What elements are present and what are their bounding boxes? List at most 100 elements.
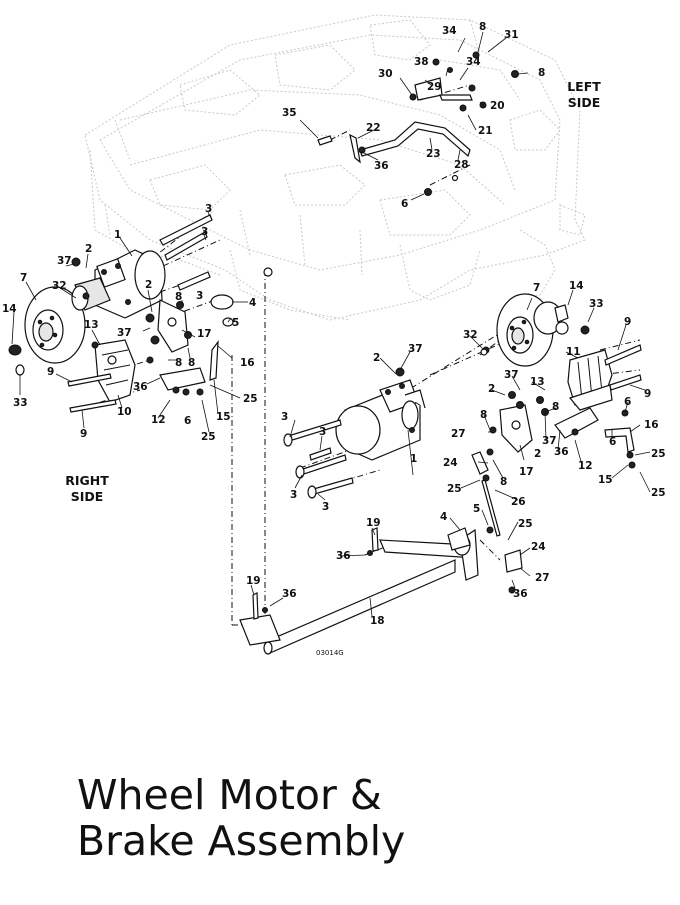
callout-8: 8 <box>175 357 182 369</box>
callout-38: 38 <box>414 56 429 68</box>
callout-1: 1 <box>114 229 121 241</box>
leader-lines <box>11 31 651 617</box>
right-side-label-line1: RIGHT <box>65 473 109 488</box>
callout-27: 27 <box>535 572 550 584</box>
callout-8: 8 <box>479 21 486 33</box>
callout-31: 31 <box>504 29 519 41</box>
caption-line-1: Wheel Motor & <box>77 771 382 819</box>
callout-25: 25 <box>651 448 666 460</box>
callout-13: 13 <box>84 319 99 331</box>
callout-17: 17 <box>197 328 212 340</box>
callout-6: 6 <box>184 415 191 427</box>
right-wheel-motor <box>71 249 166 319</box>
callout-19: 19 <box>366 517 381 529</box>
callout-36: 36 <box>282 588 297 600</box>
callout-3: 3 <box>201 226 208 238</box>
callout-9: 9 <box>624 316 631 328</box>
callout-5: 5 <box>473 503 480 515</box>
callout-3: 3 <box>319 426 326 438</box>
callout-6: 6 <box>401 198 408 210</box>
callout-4: 4 <box>249 297 256 309</box>
callout-20: 20 <box>490 100 505 112</box>
callout-2: 2 <box>373 352 380 364</box>
callout-14: 14 <box>569 280 584 292</box>
callout-8: 8 <box>480 409 487 421</box>
callout-36: 36 <box>374 160 389 172</box>
callout-35: 35 <box>282 107 297 119</box>
left-side-label-line1: LEFT <box>567 79 601 94</box>
callout-17: 17 <box>519 466 534 478</box>
callout-12: 12 <box>578 460 593 472</box>
callout-3: 3 <box>205 203 212 215</box>
callout-3: 3 <box>196 290 203 302</box>
callout-10: 10 <box>117 406 132 418</box>
left-side-label-line2: SIDE <box>568 95 601 110</box>
cross-shaft <box>239 526 523 655</box>
callout-23: 23 <box>426 148 441 160</box>
callout-12: 12 <box>151 414 166 426</box>
callout-7: 7 <box>20 272 27 284</box>
callout-9: 9 <box>80 428 87 440</box>
callout-1: 1 <box>410 453 417 465</box>
callout-37: 37 <box>117 327 132 339</box>
callout-3: 3 <box>322 501 329 513</box>
callout-numbers: 1 2 37 7 32 14 13 9 33 10 9 3 3 2 3 8 4 … <box>2 21 666 627</box>
callout-36: 36 <box>554 446 569 458</box>
callout-8: 8 <box>500 476 507 488</box>
callout-24: 24 <box>443 457 458 469</box>
callout-15: 15 <box>216 411 231 423</box>
callout-8: 8 <box>552 401 559 413</box>
right-brake-disc <box>24 286 86 364</box>
callout-6: 6 <box>624 396 631 408</box>
callout-3: 3 <box>290 489 297 501</box>
callout-36: 36 <box>336 550 351 562</box>
right-brake-caliper <box>94 339 136 403</box>
callout-8: 8 <box>538 67 545 79</box>
drawing-code: 03014G <box>316 649 344 657</box>
callout-33: 33 <box>589 298 604 310</box>
callout-25: 25 <box>447 483 462 495</box>
callout-37: 37 <box>57 255 72 267</box>
callout-25: 25 <box>518 518 533 530</box>
callout-14: 14 <box>2 303 17 315</box>
callout-32: 32 <box>52 280 67 292</box>
callout-25: 25 <box>201 431 216 443</box>
callout-33: 33 <box>13 397 28 409</box>
callout-36: 36 <box>133 381 148 393</box>
callout-25: 25 <box>651 487 666 499</box>
left-brake-arm <box>471 404 635 537</box>
callout-7: 7 <box>533 282 540 294</box>
callout-13: 13 <box>530 376 545 388</box>
left-brake-caliper <box>567 349 613 411</box>
callout-16: 16 <box>240 357 255 369</box>
callout-27: 27 <box>451 428 466 440</box>
callout-9: 9 <box>47 366 54 378</box>
caption-line-2: Brake Assembly <box>77 817 406 865</box>
side-labels: LEFT SIDE RIGHT SIDE 03014G <box>65 79 601 657</box>
callout-37: 37 <box>542 435 557 447</box>
callout-30: 30 <box>378 68 393 80</box>
callout-24: 24 <box>531 541 546 553</box>
callout-21: 21 <box>478 125 493 137</box>
left-brake-disc <box>496 293 590 367</box>
callout-2: 2 <box>145 279 152 291</box>
callout-2: 2 <box>534 448 541 460</box>
right-side-label-line2: SIDE <box>71 489 104 504</box>
diagram-caption: Wheel Motor & Brake Assembly <box>77 772 405 864</box>
callout-18: 18 <box>370 615 385 627</box>
callout-9: 9 <box>644 388 651 400</box>
assembly-lines <box>44 84 641 626</box>
callout-8: 8 <box>175 291 182 303</box>
callout-28: 28 <box>454 159 469 171</box>
callout-37: 37 <box>408 343 423 355</box>
callout-34: 34 <box>466 56 481 68</box>
callout-26: 26 <box>511 496 526 508</box>
left-wheel-motor <box>335 379 426 461</box>
right-hardware <box>8 214 273 413</box>
callout-19: 19 <box>246 575 261 587</box>
callout-4: 4 <box>440 511 447 523</box>
callout-3: 3 <box>281 411 288 423</box>
callout-37: 37 <box>504 369 519 381</box>
callout-5: 5 <box>232 317 239 329</box>
